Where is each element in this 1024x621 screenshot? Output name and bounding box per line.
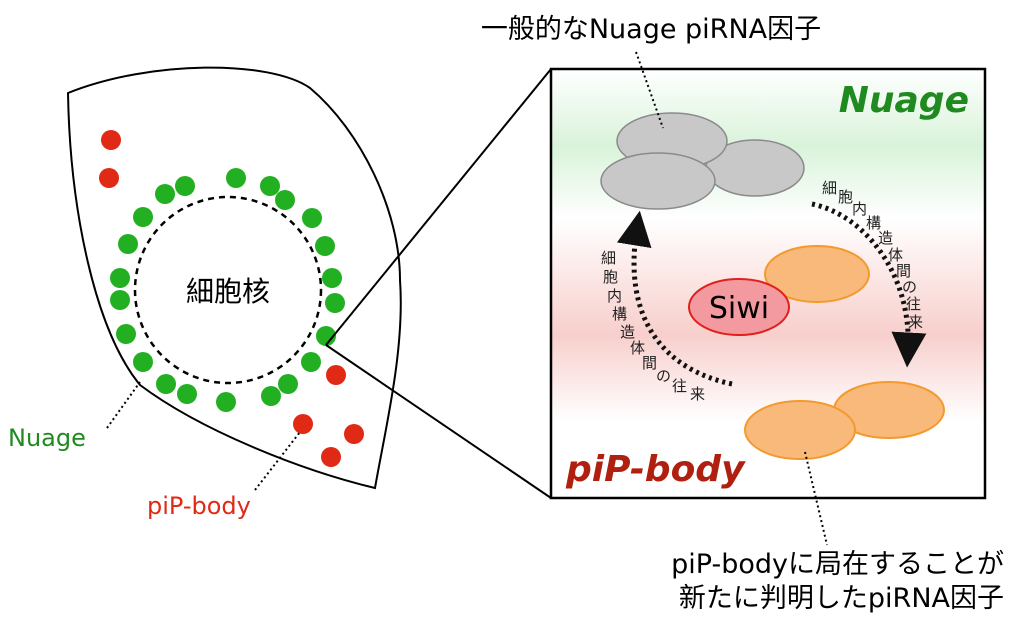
nucleus-boundary bbox=[133, 195, 323, 385]
nuage-zoom-title: Nuage bbox=[839, 80, 969, 121]
traffic-char: 内 bbox=[852, 200, 867, 218]
nucleus-label: 細胞核 bbox=[186, 275, 270, 308]
pipbody-granule bbox=[293, 414, 313, 434]
nuage-granule bbox=[110, 290, 130, 310]
nuage-granule bbox=[260, 176, 280, 196]
pipbody-leader-line bbox=[254, 431, 301, 491]
gray-nuage-factors bbox=[600, 112, 805, 210]
siwi-protein bbox=[688, 278, 790, 336]
traffic-char: 来 bbox=[908, 313, 923, 331]
nuage-granule bbox=[175, 176, 195, 196]
traffic-char: 体 bbox=[630, 339, 645, 357]
traffic-char: 往 bbox=[672, 377, 687, 395]
bottom-callout-leader bbox=[804, 451, 828, 546]
pipbody-granule bbox=[326, 365, 346, 385]
nuage-leader-line bbox=[106, 381, 141, 429]
nuage-granule bbox=[261, 386, 281, 406]
nuage-granule bbox=[118, 234, 138, 254]
nuage-granule bbox=[226, 168, 246, 188]
pipbody-granule bbox=[344, 424, 364, 444]
traffic-char: の bbox=[902, 278, 917, 296]
orange-ellipse bbox=[744, 400, 856, 460]
nuage-granule bbox=[275, 190, 295, 210]
nuage-granule bbox=[156, 374, 176, 394]
pipbody-zoom-title: piP-body bbox=[565, 449, 746, 490]
top-callout-leader bbox=[635, 51, 664, 129]
top-callout-label: 一般的なNuage piRNA因子 bbox=[481, 14, 821, 45]
traffic-char: 往 bbox=[906, 295, 921, 313]
nuage-granule bbox=[155, 184, 175, 204]
traffic-text-right: 細 胞 内 構 造 体 間 の 往 来 bbox=[822, 179, 923, 331]
pipbody-granule bbox=[101, 130, 121, 150]
nuage-granule bbox=[110, 268, 130, 288]
traffic-arrow-down bbox=[811, 201, 927, 368]
traffic-char: 体 bbox=[888, 246, 903, 264]
nuage-left-label: Nuage bbox=[8, 424, 86, 452]
traffic-text-left: 細 胞 内 構 造 体 間 の 往 来 bbox=[601, 249, 705, 403]
nuage-granule bbox=[315, 236, 335, 256]
nuage-granule bbox=[278, 374, 298, 394]
nuage-granule bbox=[133, 207, 153, 227]
traffic-char: 造 bbox=[620, 323, 635, 341]
nuage-granules bbox=[110, 168, 345, 412]
traffic-char: 造 bbox=[878, 229, 893, 247]
traffic-char: 間 bbox=[642, 354, 657, 372]
traffic-char: 胞 bbox=[838, 188, 853, 206]
gray-ellipse bbox=[600, 152, 716, 210]
nuage-granule bbox=[116, 324, 136, 344]
traffic-char: 細 bbox=[601, 249, 616, 267]
nuage-granule bbox=[301, 352, 321, 372]
siwi-label: Siwi bbox=[709, 291, 769, 326]
traffic-char: 内 bbox=[607, 287, 622, 305]
nuage-granule bbox=[325, 293, 345, 313]
pipbody-granules bbox=[99, 130, 364, 467]
traffic-char: 構 bbox=[612, 305, 627, 323]
nuage-granule bbox=[216, 392, 236, 412]
zoom-connector-bottom bbox=[325, 344, 552, 499]
traffic-char: 構 bbox=[866, 214, 881, 232]
traffic-char: の bbox=[656, 367, 671, 385]
pipbody-granule bbox=[321, 447, 341, 467]
nuage-granule bbox=[177, 384, 197, 404]
zoom-connector-top bbox=[325, 68, 552, 346]
cell-outline bbox=[66, 66, 402, 490]
orange-pipbody-factors bbox=[744, 245, 945, 460]
orange-ellipse bbox=[764, 245, 870, 303]
nuage-granule bbox=[133, 352, 153, 372]
traffic-char: 来 bbox=[690, 385, 705, 403]
traffic-char: 細 bbox=[822, 179, 837, 197]
traffic-char: 間 bbox=[896, 262, 911, 280]
nuage-granule bbox=[316, 326, 336, 346]
traffic-char: 胞 bbox=[603, 268, 618, 286]
bottom-callout-line2: 新たに判明したpiRNA因子 bbox=[679, 583, 1004, 614]
nuage-granule bbox=[302, 208, 322, 228]
pipbody-left-label: piP-body bbox=[147, 492, 251, 520]
bottom-callout-line1: piP-bodyに局在することが bbox=[671, 549, 1004, 580]
nuage-granule bbox=[322, 268, 342, 288]
pipbody-granule bbox=[99, 168, 119, 188]
